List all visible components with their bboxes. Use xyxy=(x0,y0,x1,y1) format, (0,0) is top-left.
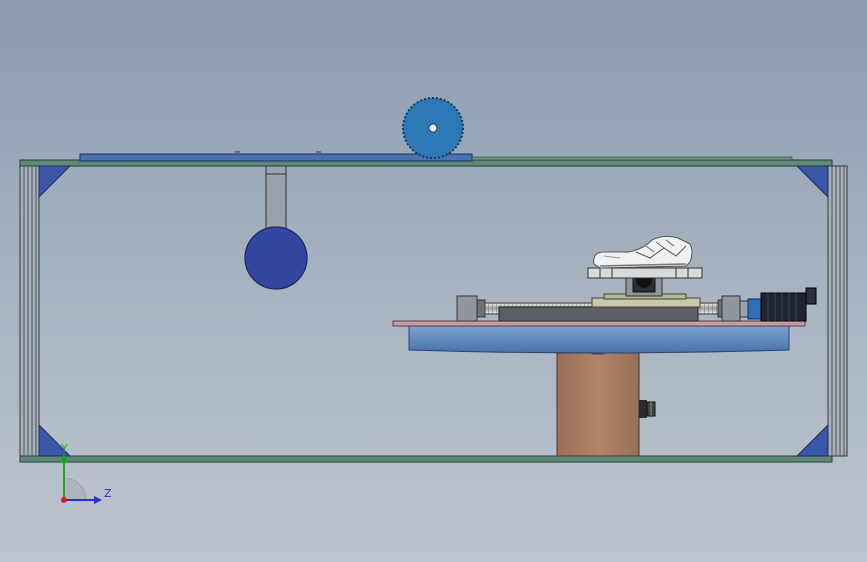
frame-left-post xyxy=(19,165,40,457)
pendulum-disc-icon xyxy=(244,226,308,290)
side-drive-motor xyxy=(639,400,656,418)
top-rail-assembly xyxy=(79,97,793,162)
y-axis-label: Y xyxy=(60,442,68,455)
shoe-fixture xyxy=(587,235,703,297)
axis-triad: Y Z xyxy=(60,442,112,504)
saw-blade-icon xyxy=(402,97,464,159)
turntable-disc xyxy=(408,325,790,354)
sneaker-icon xyxy=(593,235,693,269)
z-axis-label: Z xyxy=(104,487,112,500)
pendulum-assembly xyxy=(244,165,308,290)
pendulum-arm xyxy=(265,173,287,233)
frame-bottom-beam xyxy=(19,455,833,463)
gusset-bottom-right xyxy=(795,423,829,457)
top-rail xyxy=(79,153,473,162)
machine-frame xyxy=(19,159,848,463)
turntable-plate xyxy=(392,320,806,327)
coupler xyxy=(739,300,749,318)
fixture-plate xyxy=(587,267,703,279)
pendulum-bracket xyxy=(265,165,287,175)
frame-right-post xyxy=(827,165,848,457)
screw-end-block-right xyxy=(721,295,741,322)
carriage-base xyxy=(498,306,699,322)
servo-motor-icon xyxy=(760,287,817,322)
screw-end-block-left xyxy=(456,295,478,322)
gusset-bottom-left xyxy=(38,423,72,457)
linear-stage xyxy=(456,287,817,322)
gusset-top-left xyxy=(38,165,72,199)
gear-housing xyxy=(556,352,640,457)
x-axis-point xyxy=(61,497,67,503)
gusset-top-right xyxy=(795,165,829,199)
turntable-assembly xyxy=(392,320,806,457)
